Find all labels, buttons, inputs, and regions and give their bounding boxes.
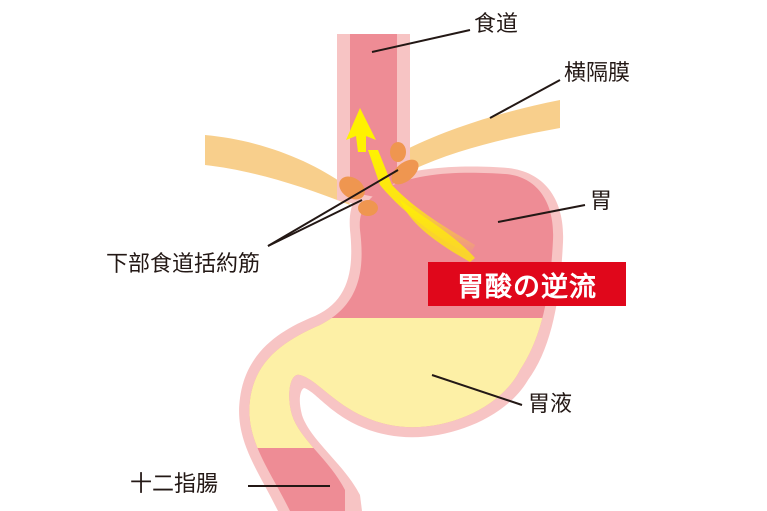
acid-reflux-callout: 胃酸の逆流 bbox=[428, 262, 626, 306]
label-stomach: 胃 bbox=[590, 189, 613, 214]
label-duodenum: 十二指腸 bbox=[130, 472, 219, 497]
reflux-flow bbox=[368, 150, 475, 255]
leader-sphincter-b bbox=[267, 169, 399, 247]
sphincter-right bbox=[391, 159, 419, 185]
sphincter-right-upper bbox=[390, 142, 406, 162]
leader-diaphragm bbox=[489, 79, 561, 119]
label-esophagus: 食道 bbox=[474, 12, 519, 37]
esophagus-inner bbox=[350, 34, 397, 198]
leader-esophagus bbox=[371, 29, 471, 53]
diaphragm-right bbox=[405, 100, 560, 170]
up-arrow-icon bbox=[346, 108, 376, 152]
reflux-plume bbox=[400, 200, 475, 262]
sphincter-left-lower bbox=[358, 200, 378, 216]
leader-stomach bbox=[497, 204, 586, 223]
label-diaphragm: 横隔膜 bbox=[564, 61, 631, 86]
leader-gastric-fluid bbox=[431, 374, 523, 406]
leader-sphincter-a bbox=[267, 199, 363, 247]
label-lower-esophageal-sphincter: 下部食道括約筋 bbox=[106, 252, 261, 277]
diaphragm-left bbox=[205, 135, 350, 205]
label-gastric-fluid: 胃液 bbox=[528, 392, 573, 417]
